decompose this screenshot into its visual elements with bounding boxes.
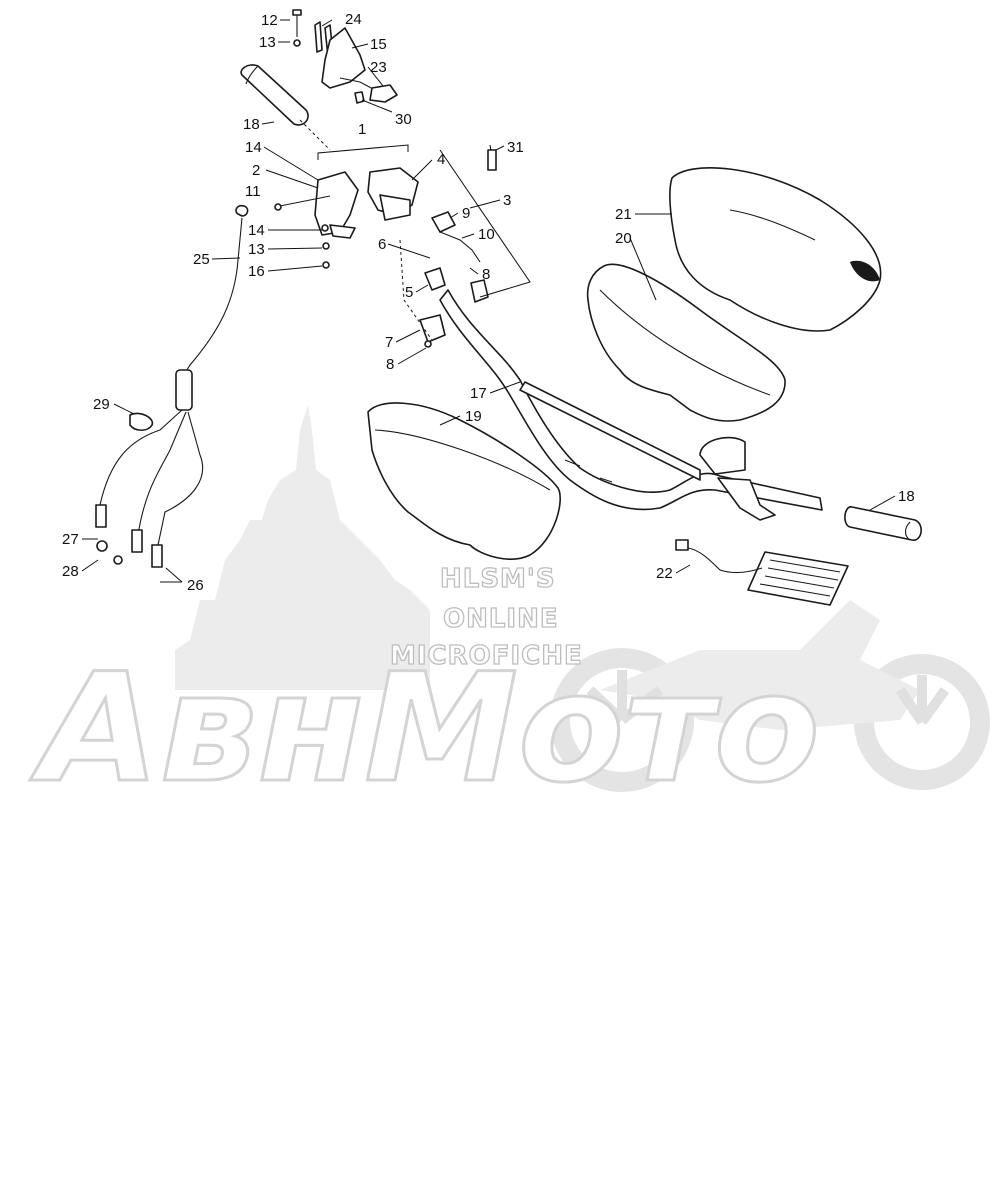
- pin-24: [314, 21, 323, 53]
- screw-8b: [424, 340, 432, 348]
- wire-23: [339, 77, 376, 91]
- clamp-29: [129, 412, 154, 432]
- watermark-motorcycle: [550, 600, 990, 792]
- callout-16: 16: [248, 263, 265, 280]
- bracket-line-1: [317, 144, 409, 160]
- guide-line-7: [399, 239, 433, 341]
- callout-23: 23: [370, 59, 387, 76]
- callout-21: 21: [615, 206, 632, 223]
- housing-bracket-15: [321, 27, 366, 89]
- cable-harness-25: [95, 204, 249, 568]
- callout-1: 1: [358, 121, 366, 138]
- callout-15: 15: [370, 36, 387, 53]
- windshield-21: [669, 167, 882, 332]
- housing-foot: [329, 224, 356, 239]
- left-grip-18: [240, 64, 331, 151]
- leader-lines: [81, 19, 896, 583]
- wire-10: [439, 231, 481, 263]
- callout-17: 17: [470, 385, 487, 402]
- callout-13: 13: [259, 34, 276, 51]
- control-housing-assembly: [274, 167, 489, 303]
- upper-housing-assembly: [292, 9, 398, 104]
- washer-14b: [321, 224, 329, 232]
- callout-9: 9: [462, 205, 470, 222]
- nut-16: [322, 261, 330, 269]
- callout-6: 6: [378, 236, 386, 253]
- watermark-line-3: MICROFICHE: [390, 641, 583, 671]
- callout-27: 27: [62, 531, 79, 548]
- callout-18-lower: 18: [898, 488, 915, 505]
- callout-10: 10: [478, 226, 495, 243]
- callout-20: 20: [615, 230, 632, 247]
- watermark: АвнМото HLSM'S ONLINE MICROFICHE: [28, 405, 990, 818]
- callout-5: 5: [405, 284, 413, 301]
- heater-element-22: [675, 539, 849, 606]
- callout-12: 12: [261, 12, 278, 29]
- handlebar-17: [439, 289, 823, 521]
- cap-28: [113, 555, 123, 565]
- callout-28: 28: [62, 563, 79, 580]
- callout-14-lower: 14: [248, 222, 265, 239]
- callout-labels: 12 24 13 15 23 18 30 1 14 4 31 2 11 3 9 …: [62, 11, 915, 594]
- washer-13: [293, 39, 301, 47]
- throttle-housing: [699, 436, 746, 475]
- callout-29: 29: [93, 396, 110, 413]
- bracket-7: [419, 314, 446, 343]
- callout-26: 26: [187, 577, 204, 594]
- boot-27: [96, 540, 108, 552]
- handlebar-pad-19: [367, 402, 561, 560]
- callout-7: 7: [385, 334, 393, 351]
- plug-8: [470, 279, 489, 303]
- callout-31: 31: [507, 139, 524, 156]
- watermark-line-1: HLSM'S: [440, 564, 556, 594]
- watermark-line-2: ONLINE: [443, 604, 559, 634]
- callout-4: 4: [437, 151, 445, 168]
- clip-30: [354, 91, 365, 104]
- callout-19: 19: [465, 408, 482, 425]
- callout-24: 24: [345, 11, 362, 28]
- callout-3: 3: [503, 192, 511, 209]
- switch-9: [431, 211, 456, 233]
- watermark-brand: АвнМото: [30, 642, 820, 816]
- callout-18-upper: 18: [243, 116, 260, 133]
- housing-base: [379, 194, 411, 221]
- callout-14-upper: 14: [245, 139, 262, 156]
- washer-13b: [322, 242, 330, 250]
- housing-half-2: [314, 171, 359, 236]
- bracket-line-3: [439, 149, 531, 298]
- right-grip-18: [844, 506, 922, 541]
- screw-11: [279, 195, 331, 207]
- callout-11: 11: [245, 183, 261, 200]
- callout-2: 2: [252, 162, 260, 179]
- throttle-lever: [717, 477, 776, 521]
- callout-13-lower: 13: [248, 241, 265, 258]
- cap-5: [424, 267, 446, 291]
- callout-30: 30: [395, 111, 412, 128]
- callout-8-lower: 8: [386, 356, 394, 373]
- switch-23: [369, 84, 398, 103]
- pin-31-body: [487, 149, 497, 171]
- callout-25: 25: [193, 251, 210, 268]
- callout-8-upper: 8: [482, 266, 490, 283]
- watermark-skyline: [175, 405, 430, 690]
- screw-12-head: [292, 9, 302, 16]
- callout-22: 22: [656, 565, 673, 582]
